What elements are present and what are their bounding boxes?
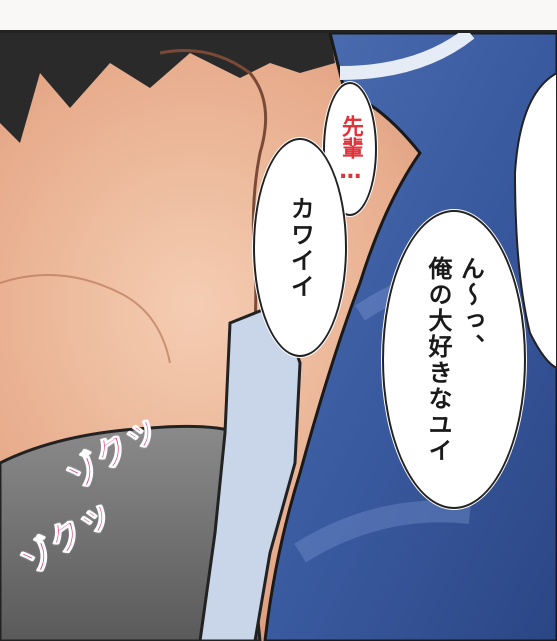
offscreen-bubble-fragment	[513, 71, 557, 370]
previous-panel-edge	[0, 0, 557, 33]
speech-bubble-senpai: 先輩…	[323, 82, 377, 216]
jacket-collar	[339, 33, 475, 80]
speech-text-senpai: 先輩…	[337, 114, 363, 184]
speech-bubble-kawaii: カワイイ	[253, 138, 347, 357]
speech-line-2: 俺の大好きなユイ	[424, 255, 452, 464]
speech-line-1: ん〜っ、	[456, 255, 485, 360]
hair-shape	[0, 33, 335, 143]
speech-text-kawaii: カワイイ	[286, 195, 315, 300]
speech-text-main: ん〜っ、 俺の大好きなユイ	[422, 256, 487, 464]
speech-bubble-main: ん〜っ、 俺の大好きなユイ	[382, 210, 526, 509]
face-contour	[159, 49, 268, 364]
